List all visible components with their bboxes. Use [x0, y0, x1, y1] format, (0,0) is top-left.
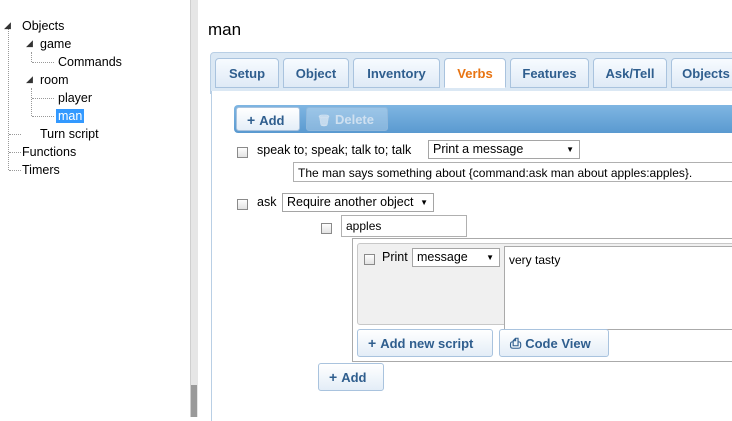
- tree-item-turn-script[interactable]: Turn script: [40, 127, 99, 141]
- splitter-scrollbar[interactable]: [190, 0, 198, 417]
- dropdown-arrow-icon: ▼: [420, 198, 428, 207]
- tree-guide-line: [32, 116, 54, 117]
- add-new-script-button[interactable]: +Add new script: [357, 329, 493, 357]
- editor-panel: man Setup Object Inventory Verbs Feature…: [198, 0, 732, 421]
- script-editor-box: Print message▼ very tasty +Add new scrip…: [352, 238, 732, 362]
- expand-arrow-icon[interactable]: ◢: [26, 74, 33, 84]
- script-checkbox[interactable]: [364, 254, 375, 265]
- print-value-textarea[interactable]: very tasty: [504, 246, 732, 330]
- code-icon: ⎙: [510, 335, 522, 351]
- tree-guide-line: [31, 88, 32, 116]
- tree-guide-line: [32, 98, 54, 99]
- tab-setup[interactable]: Setup: [215, 58, 279, 88]
- plus-icon: +: [247, 112, 256, 128]
- plus-icon: +: [329, 369, 338, 385]
- tree-item-room[interactable]: room: [40, 73, 69, 87]
- tree-item-player[interactable]: player: [58, 91, 93, 105]
- tree-guide-line: [8, 26, 9, 170]
- key-input[interactable]: apples: [341, 215, 467, 237]
- print-type-select[interactable]: message▼: [412, 248, 500, 267]
- tree-item-man[interactable]: man: [56, 109, 85, 123]
- tab-object[interactable]: Object: [283, 58, 349, 88]
- verb-checkbox[interactable]: [237, 199, 248, 210]
- verb-name-label: speak to; speak; talk to; talk: [257, 143, 412, 157]
- expand-arrow-icon[interactable]: ◢: [4, 20, 11, 30]
- tab-ask-tell[interactable]: Ask/Tell: [593, 58, 667, 88]
- tree-item-timers[interactable]: Timers: [22, 163, 60, 177]
- tree-item-game[interactable]: game: [40, 37, 72, 51]
- script-line: Print message▼ very tasty: [357, 243, 732, 330]
- key-checkbox[interactable]: [321, 223, 332, 234]
- tree-guide-line: [32, 62, 54, 63]
- print-label: Print: [382, 250, 408, 264]
- code-view-button[interactable]: ⎙Code View: [499, 329, 609, 357]
- tree-guide-line: [9, 170, 21, 171]
- plus-icon: +: [368, 335, 377, 351]
- tree-item-commands[interactable]: Commands: [58, 55, 122, 69]
- verb-action-select[interactable]: Require another object▼: [282, 193, 434, 212]
- tab-bar: Setup Object Inventory Verbs Features As…: [210, 52, 732, 94]
- object-tree: ◢ Objects ◢ game Commands ◢ room player …: [0, 0, 190, 417]
- delete-verb-button[interactable]: 🗑Delete: [306, 107, 388, 131]
- verbs-tab-content: +Add 🗑Delete speak to; speak; talk to; t…: [211, 91, 732, 421]
- tree-guide-line: [9, 152, 21, 153]
- tab-verbs[interactable]: Verbs: [444, 58, 506, 88]
- dropdown-arrow-icon: ▼: [486, 253, 494, 262]
- tree-item-objects[interactable]: Objects: [22, 19, 65, 33]
- page-title: man: [208, 20, 242, 39]
- tab-features[interactable]: Features: [510, 58, 589, 88]
- add-verb-button[interactable]: +Add: [236, 107, 300, 131]
- message-input[interactable]: The man says something about {command:as…: [293, 162, 732, 182]
- tree-guide-line: [9, 134, 21, 135]
- trash-icon: 🗑: [317, 115, 331, 127]
- tab-inventory[interactable]: Inventory: [353, 58, 440, 88]
- add-script-button[interactable]: +Add: [318, 363, 384, 391]
- tab-objects[interactable]: Objects: [671, 58, 732, 88]
- tree-item-functions[interactable]: Functions: [22, 145, 77, 159]
- verb-name-label: ask: [257, 195, 277, 209]
- expand-arrow-icon[interactable]: ◢: [26, 38, 33, 48]
- dropdown-arrow-icon: ▼: [566, 145, 574, 154]
- verb-action-select[interactable]: Print a message▼: [428, 140, 580, 159]
- verb-checkbox[interactable]: [237, 147, 248, 158]
- tree-guide-line: [31, 52, 32, 62]
- verbs-toolbar: +Add 🗑Delete: [234, 105, 732, 133]
- scrollbar-thumb[interactable]: [191, 385, 197, 417]
